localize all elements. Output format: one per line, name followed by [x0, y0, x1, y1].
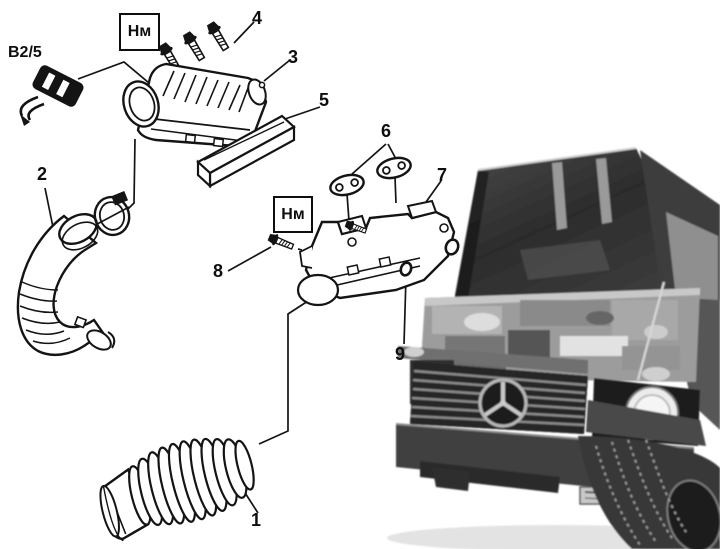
hood-prop-rod: [636, 281, 666, 381]
callout-part-2: 2: [37, 164, 48, 184]
callout-part-1: 1: [251, 510, 262, 530]
intake-elbow-drawing: [16, 212, 116, 357]
front-left-tire: [432, 467, 470, 491]
air-filter-housing-drawing: [122, 62, 268, 148]
manifold-housing-drawing: [296, 199, 456, 307]
mercedes-star-emblem: [478, 378, 528, 428]
tire-tread: [595, 439, 687, 546]
o-rings-drawing: [399, 238, 460, 277]
corrugated-hose-drawing: [99, 437, 255, 542]
torque-symbol-box-1: Нм: [119, 13, 160, 51]
left-turn-signal: [404, 347, 424, 357]
front-right-wheel: [578, 400, 720, 549]
callout-part-8: 8: [213, 261, 224, 281]
callout-sensor-b25: B2/5: [8, 44, 42, 61]
open-hood: [452, 147, 702, 312]
callout-part-7: 7: [437, 165, 448, 185]
torque-symbol-box-2: Нм: [273, 196, 313, 233]
callout-part-6: 6: [381, 121, 392, 141]
callout-part-4: 4: [252, 8, 263, 28]
sensor-connector-drawing: [19, 65, 84, 126]
callout-part-9: 9: [395, 344, 406, 364]
filter-element-drawing: [196, 114, 296, 189]
callout-part-3: 3: [288, 47, 299, 67]
callout-part-5: 5: [319, 90, 330, 110]
right-turn-signal: [642, 367, 670, 381]
hose-clamp-drawing: [93, 191, 131, 237]
